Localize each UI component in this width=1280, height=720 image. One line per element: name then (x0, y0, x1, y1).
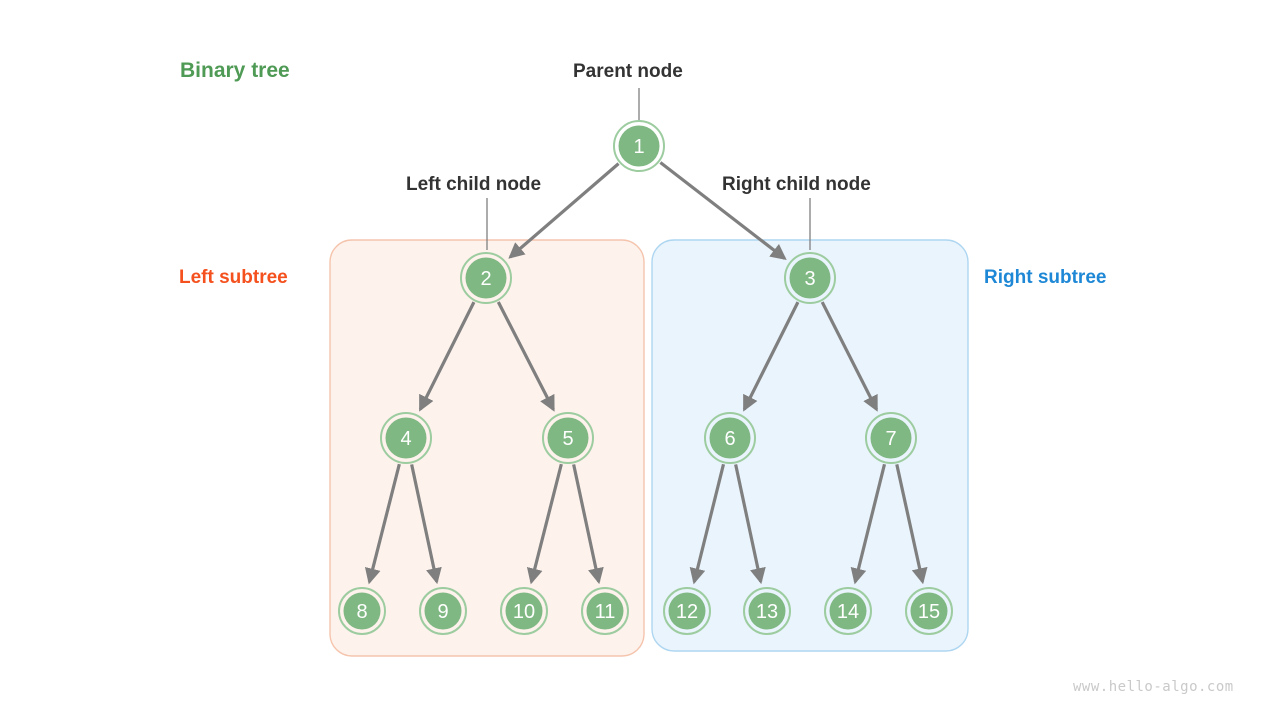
node-ring (542, 412, 594, 464)
tree-edge-1-to-2 (508, 162, 620, 259)
node-ring (743, 587, 791, 635)
tree-edge-7-to-14 (850, 463, 887, 585)
node-disc (618, 125, 660, 167)
tree-edge-2-to-5 (496, 301, 555, 412)
node-disc (385, 417, 427, 459)
node-disc (465, 257, 507, 299)
tree-node-5[interactable]: 5 (542, 412, 594, 464)
node-value: 4 (400, 428, 411, 450)
node-ring (905, 587, 953, 635)
node-ring (338, 587, 386, 635)
tree-node-12[interactable]: 12 (663, 587, 711, 635)
node-disc (870, 417, 912, 459)
tree-node-3[interactable]: 3 (784, 252, 836, 304)
tree-edge-3-to-6 (742, 301, 800, 412)
node-value: 14 (837, 601, 859, 623)
label-right-child-node: Right child node (722, 174, 871, 195)
tree-node-13[interactable]: 13 (743, 587, 791, 635)
tree-edge-2-to-4 (418, 301, 476, 412)
node-ring (460, 252, 512, 304)
tree-node-4[interactable]: 4 (380, 412, 432, 464)
node-disc (505, 592, 543, 630)
tree-edge-4-to-8 (364, 463, 401, 585)
tree-edge-4-to-9 (410, 464, 442, 585)
tree-edge-6-to-13 (734, 464, 766, 585)
tree-node-1[interactable]: 1 (613, 120, 665, 172)
label-title: Binary tree (180, 59, 290, 82)
tree-edge-5-to-11 (572, 464, 604, 585)
node-disc (829, 592, 867, 630)
tree-node-8[interactable]: 8 (338, 587, 386, 635)
node-ring (784, 252, 836, 304)
tree-node-2[interactable]: 2 (460, 252, 512, 304)
label-left-subtree: Left subtree (179, 267, 288, 288)
node-disc (668, 592, 706, 630)
node-disc (424, 592, 462, 630)
node-ring (581, 587, 629, 635)
watermark: www.hello-algo.com (1073, 679, 1234, 695)
tree-node-15[interactable]: 15 (905, 587, 953, 635)
tree-node-14[interactable]: 14 (824, 587, 872, 635)
node-value: 15 (918, 601, 940, 623)
node-disc (789, 257, 831, 299)
node-ring (865, 412, 917, 464)
tree-edge-6-to-12 (689, 463, 726, 585)
node-ring (613, 120, 665, 172)
tree-edge-1-to-3 (659, 161, 787, 261)
node-value: 2 (480, 268, 491, 290)
node-ring (419, 587, 467, 635)
node-disc (343, 592, 381, 630)
node-disc (709, 417, 751, 459)
tree-node-6[interactable]: 6 (704, 412, 756, 464)
tree-edge-3-to-7 (820, 301, 878, 412)
tree-node-7[interactable]: 7 (865, 412, 917, 464)
node-value: 12 (676, 601, 698, 623)
node-value: 9 (437, 601, 448, 623)
node-value: 13 (756, 601, 778, 623)
node-disc (547, 417, 589, 459)
node-value: 7 (885, 428, 896, 450)
node-value: 5 (562, 428, 573, 450)
label-left-child-node: Left child node (406, 174, 542, 195)
node-ring (380, 412, 432, 464)
node-ring (704, 412, 756, 464)
tree-edge-5-to-10 (526, 463, 563, 585)
node-value: 10 (513, 601, 535, 623)
node-disc (748, 592, 786, 630)
tree-edge-7-to-15 (895, 464, 928, 585)
node-value: 6 (724, 428, 735, 450)
node-value: 1 (633, 136, 644, 158)
node-ring (500, 587, 548, 635)
tree-node-10[interactable]: 10 (500, 587, 548, 635)
node-value: 8 (356, 601, 367, 623)
node-value: 3 (804, 268, 815, 290)
node-disc (586, 592, 624, 630)
label-parent-node: Parent node (573, 61, 683, 82)
node-value: 11 (595, 601, 616, 623)
node-ring (824, 587, 872, 635)
node-ring (663, 587, 711, 635)
tree-node-9[interactable]: 9 (419, 587, 467, 635)
label-right-subtree: Right subtree (984, 267, 1107, 288)
node-disc (910, 592, 948, 630)
tree-node-11[interactable]: 11 (581, 587, 629, 635)
